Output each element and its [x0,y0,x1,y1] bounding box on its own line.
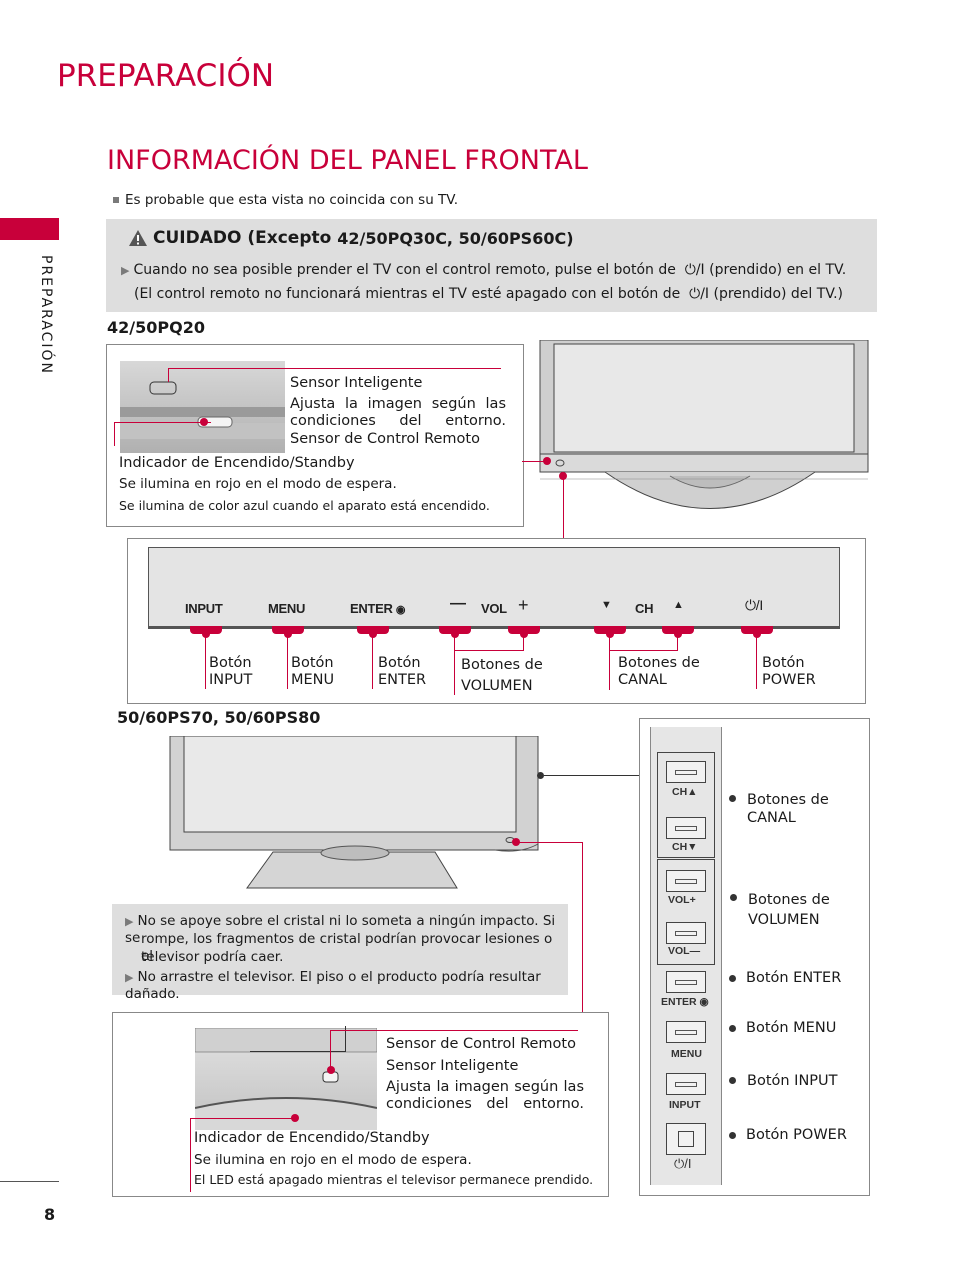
enter-circle-icon: ◉ [395,604,406,616]
power-square-icon [678,1131,694,1147]
model-b-callout-box: Sensor de Control Remoto Sensor Intelige… [112,1012,609,1197]
vol-minus-icon: — [450,595,466,612]
ch-up-side-button[interactable] [666,761,706,783]
side-label-enter: Botón ENTER [746,970,842,986]
caution-line-1: ▶Cuando no sea posible prender el TV con… [121,262,847,278]
warning-icon [129,230,147,246]
side-panel-strip [650,727,722,1185]
section-title: INFORMACIÓN DEL PANEL FRONTAL [107,145,588,176]
model-a-indicator-title: Indicador de Encendido/Standby [119,455,355,471]
panel-vol-label: VOL [481,601,507,616]
footer-rule [0,1181,59,1182]
closeup-panel-b-image [195,1028,377,1130]
enter-side-label: ENTER ◉ [661,996,709,1008]
warning-1-l2: rompe, los fragmentos de cristal podrían… [141,931,553,964]
input-side-button[interactable] [666,1073,706,1095]
tv-model-b-image [169,736,539,889]
power-symbol: ⏻/I [689,286,710,302]
vol-up-side-label: VOL+ [668,894,696,906]
power-symbol: ⏻/I [684,262,705,278]
ch-down-side-button[interactable] [666,817,706,839]
ch-down-side-label: CH▼ [672,841,698,853]
panel-enter-label: ENTER ◉ [350,601,406,616]
panel-ch-label: CH [635,601,654,616]
vol-up-side-button[interactable] [666,870,706,892]
ch-down-icon: ▼ [601,599,612,611]
model-b-indicator-title: Indicador de Encendido/Standby [194,1130,430,1146]
model-b-sensor-title: Sensor Inteligente [386,1058,519,1074]
vol-down-side-label: VOL— [668,945,701,957]
model-a-remote-sensor: Sensor de Control Remoto [290,431,480,447]
side-panel-box: CH▲ CH▼ VOL+ VOL— ENTER ◉ MENU INPUT ⏻/I… [639,718,870,1196]
panel-menu-label: MENU [268,601,306,616]
ch-group [657,752,715,858]
model-a-callout-box: Sensor Inteligente Ajusta la imagen segú… [106,344,524,527]
caution-box: CUIDADO (Excepto 42/50PQ30C, 50/60PS60C)… [106,219,877,312]
power-side-button[interactable] [666,1123,706,1155]
vol-down-side-button[interactable] [666,922,706,944]
warning-2: ▶No arrastre el televisor. El piso o el … [125,969,541,1002]
side-label-menu: Botón MENU [746,1020,837,1036]
front-panel-box: INPUT MENU ENTER ◉ — VOL + ▼ CH ▲ ⏻/I Bo… [127,538,866,704]
vol-plus-icon: + [518,595,529,615]
tv-model-a-image [539,340,869,509]
input-side-label: INPUT [669,1099,701,1111]
model-a-sensor-title: Sensor Inteligente [290,375,423,391]
page-title: PREPARACIÓN [57,58,275,94]
caution-title: CUIDADO (Excepto 42/50PQ30C, 50/60PS60C) [128,228,574,248]
side-label-power: Botón POWER [746,1127,847,1143]
closeup-panel-image [120,361,285,453]
model-b-indicator-l2: El LED está apagado mientras el televiso… [194,1172,594,1187]
panel-input-label: INPUT [185,601,223,616]
side-label-input: Botón INPUT [747,1073,838,1089]
menu-side-button[interactable] [666,1021,706,1043]
view-note: Es probable que esta vista no coincida c… [113,192,458,208]
warning-1-l1: ▶No se apoye sobre el cristal ni lo some… [125,913,556,946]
enter-side-button[interactable] [666,971,706,993]
ch-up-icon: ▲ [673,599,684,611]
model-a-sensor-desc: Ajusta la imagen según las condiciones d… [290,396,506,429]
arrow-right-icon: ▶ [121,264,130,277]
bullet-square-icon [113,197,119,203]
arrow-right-icon: ▶ [125,971,134,984]
page-number: 8 [44,1205,56,1224]
power-side-label: ⏻/I [674,1156,692,1171]
side-tab-marker [0,218,59,240]
menu-side-label: MENU [671,1048,702,1060]
model-b-remote-sensor: Sensor de Control Remoto [386,1036,576,1052]
side-tab-label: PREPARACIÓN [38,255,54,376]
warning-box: ▶No se apoye sobre el cristal ni lo some… [112,904,568,1002]
ch-up-side-label: CH▲ [672,786,698,798]
arrow-right-icon: ▶ [125,915,134,928]
model-a-indicator-l2: Se ilumina de color azul cuando el apara… [119,498,490,513]
vol-group [657,859,715,965]
model-a-name: 42/50PQ20 [107,318,205,337]
front-panel-strip [148,547,840,629]
model-b-indicator-l1: Se ilumina en rojo en el modo de espera. [194,1152,472,1168]
model-b-sensor-desc: Ajusta la imagen según las condiciones d… [386,1079,584,1112]
model-b-name: 50/60PS70, 50/60PS80 [117,708,321,727]
model-a-indicator-l1: Se ilumina en rojo en el modo de espera. [119,476,397,492]
warning-1-l3: televisor podría caer. [141,949,284,965]
panel-power-icon: ⏻/I [745,597,763,613]
caution-line-2: (El control remoto no funcionará mientra… [134,286,843,302]
